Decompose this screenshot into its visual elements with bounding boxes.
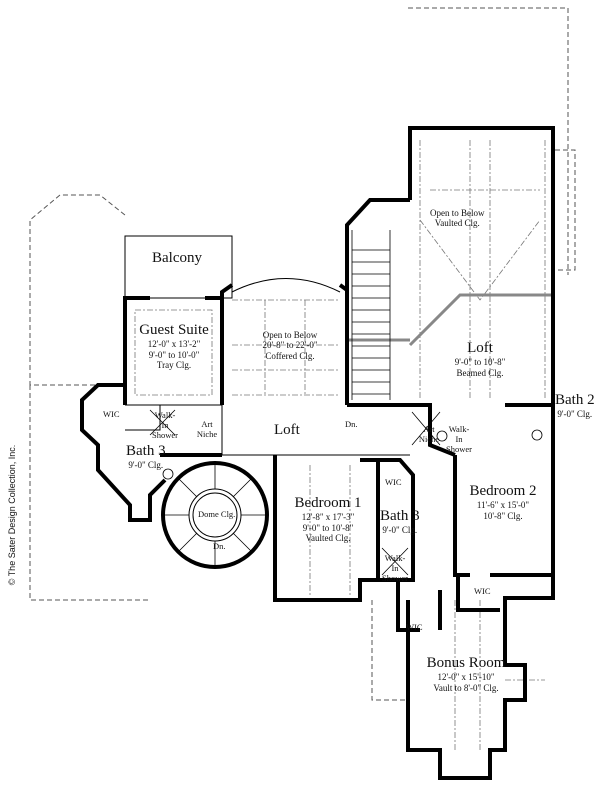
- room-bath-3-mid: Bath 3 9'-0" Clg.: [380, 508, 420, 536]
- showers: [149, 409, 543, 576]
- stairs: [351, 230, 391, 400]
- room-guest-suite: Guest Suite 12'-0" x 13'-2" 9'-0" to 10'…: [139, 322, 209, 370]
- art-niche-label: Art Niche: [418, 424, 440, 444]
- loft-rail: [408, 293, 553, 347]
- art-niche-label: Art Niche: [196, 419, 218, 439]
- walk-in-shower-label: Walk-In Shower: [152, 410, 178, 440]
- stairs-down-label: Dn.: [345, 419, 358, 429]
- dome-ceiling-label: Dome Clg.: [198, 509, 236, 519]
- wic-label: WIC: [406, 622, 423, 632]
- room-balcony: Balcony: [152, 250, 202, 266]
- room-bedroom-2: Bedroom 2 11'-6" x 15'-0" 10'-8" Clg.: [469, 483, 537, 521]
- ceiling-lines: [134, 140, 546, 750]
- thin-walls: [124, 235, 410, 456]
- room-loft-upper: Loft 9'-0" to 10'-8" Beamed Clg.: [454, 340, 506, 378]
- copyright-text: © The Sater Design Collection, Inc.: [7, 444, 17, 586]
- room-bedroom-1: Bedroom 1 12'-8" x 17'-3" 9'-0" to 10'-8…: [294, 495, 362, 543]
- walk-in-shower-label: Walk-In Shower: [446, 424, 472, 454]
- stairs-down-label: Dn.: [213, 541, 226, 551]
- room-loft: Loft: [274, 422, 300, 438]
- wic-label: WIC: [474, 586, 491, 596]
- wic-label: WIC: [385, 477, 402, 487]
- room-bath-3: Bath 3 9'-0" Clg.: [126, 443, 166, 471]
- spiral-stair: [161, 461, 269, 569]
- room-open-to-below: Open to Below 20'-8" to 22'-0" Coffered …: [262, 330, 318, 361]
- room-bath-2: Bath 2 9'-0" Clg.: [555, 392, 595, 420]
- walk-in-shower-label: Walk-In Shower: [382, 553, 408, 583]
- roof-outline: [29, 7, 576, 701]
- wic-label: WIC: [103, 409, 120, 419]
- exterior-walls: [80, 126, 555, 780]
- room-bonus: Bonus Room 12'-0" x 15'-10" Vault to 8'-…: [426, 655, 506, 693]
